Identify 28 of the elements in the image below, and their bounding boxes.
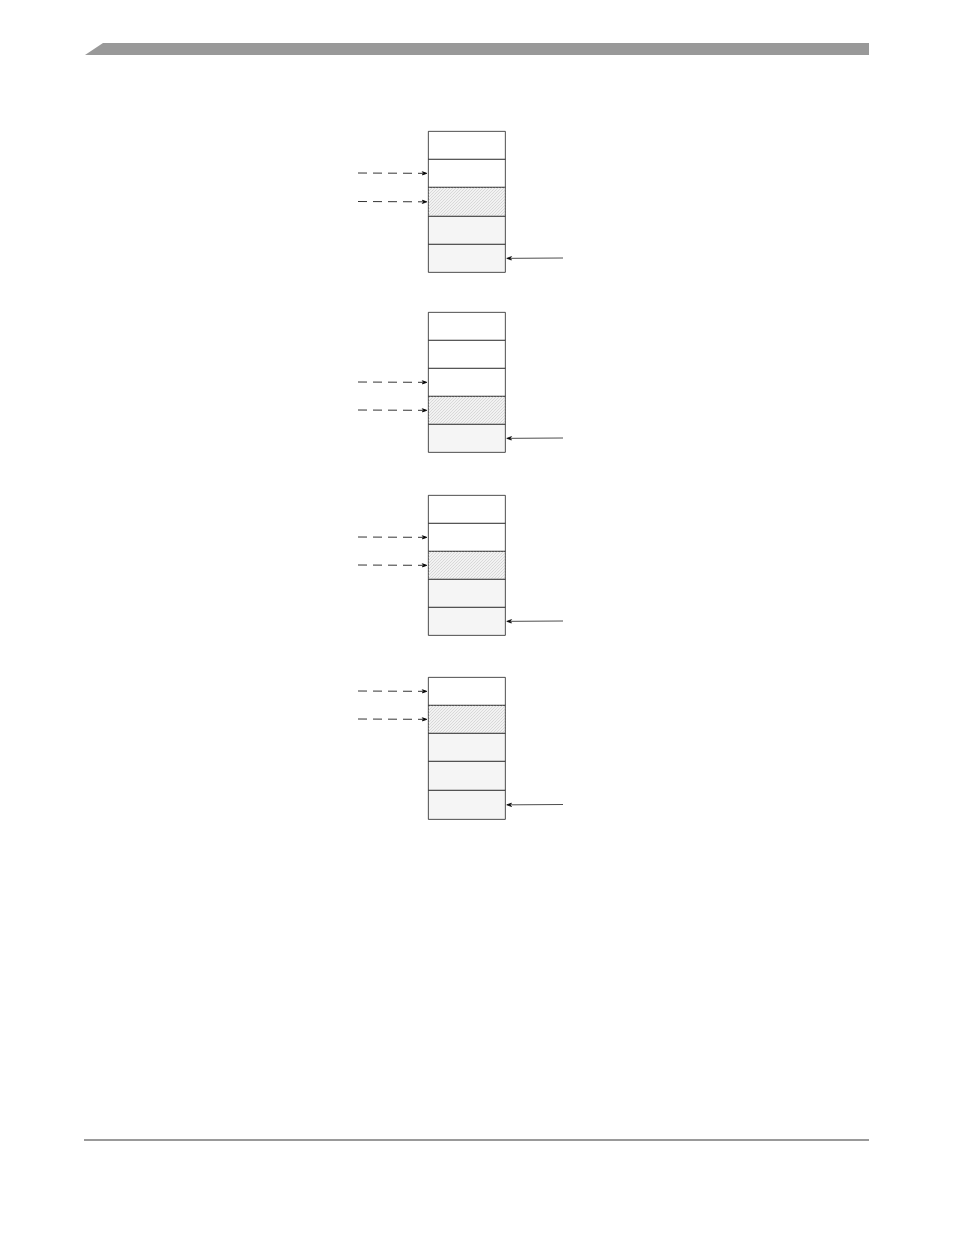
arrow — [357, 380, 428, 385]
arrow — [357, 563, 428, 568]
memory-cell — [428, 368, 506, 397]
memory-cell — [428, 131, 506, 160]
arrow — [506, 619, 564, 624]
arrow — [506, 436, 564, 441]
memory-cell — [428, 340, 506, 369]
arrow — [357, 717, 428, 722]
arrow — [357, 171, 428, 176]
memory-cell — [428, 424, 506, 453]
memory-cell — [428, 761, 506, 791]
memory-cell — [428, 495, 506, 524]
memory-cell — [428, 733, 506, 762]
memory-cell — [428, 244, 506, 273]
arrow — [357, 689, 428, 694]
memory-cell — [428, 607, 506, 636]
memory-cell — [428, 216, 506, 245]
memory-cell — [428, 523, 506, 552]
arrow — [357, 535, 428, 540]
arrow — [506, 256, 564, 261]
arrow — [506, 802, 564, 807]
memory-cell — [428, 677, 506, 706]
arrow — [357, 199, 428, 204]
memory-cell — [428, 790, 506, 820]
arrow — [357, 408, 428, 413]
memory-cell — [428, 579, 506, 608]
memory-cell — [428, 159, 506, 188]
memory-cell — [428, 312, 506, 341]
